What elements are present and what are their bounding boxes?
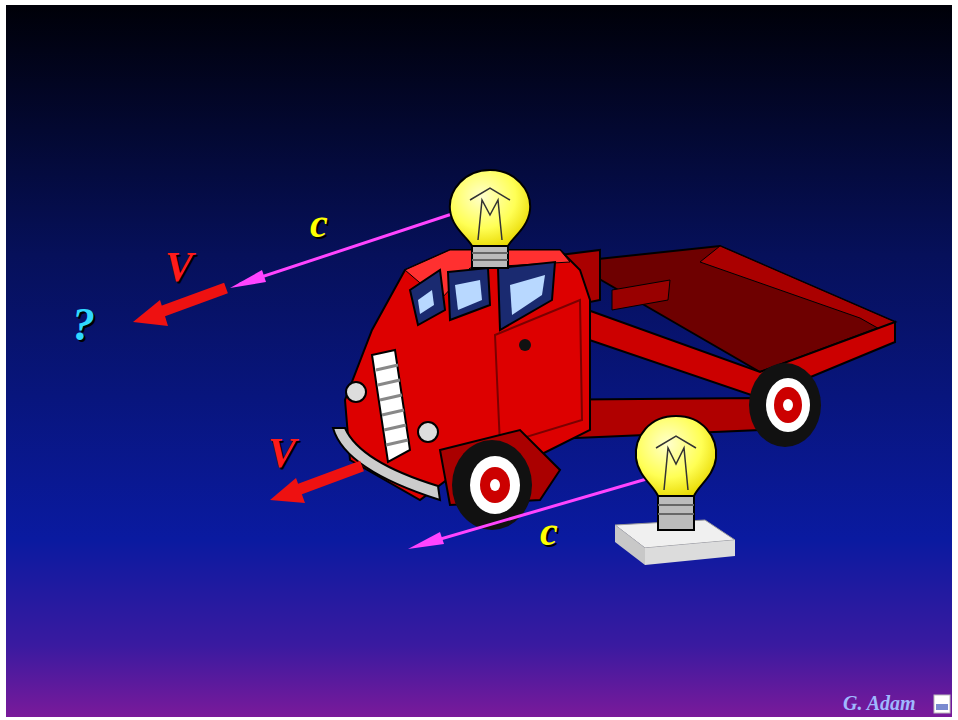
truck-part — [490, 479, 500, 491]
light-bulb-stationary-part — [658, 504, 694, 506]
light-ray-lower-part — [408, 532, 444, 549]
velocity-arrow-lower-part — [270, 478, 305, 503]
velocity-arrow-upper-part — [155, 288, 226, 314]
truck-part — [774, 387, 802, 423]
author-signature: G. Adam — [843, 693, 916, 713]
light-bulb-stationary-part — [636, 416, 716, 496]
light-bulb-stationary-part — [658, 496, 694, 530]
truck-part — [455, 280, 482, 310]
light-bulb-stationary-part — [615, 525, 645, 565]
truck-part — [766, 378, 810, 432]
truck-part — [495, 300, 582, 445]
truck-part — [510, 275, 545, 315]
velocity-label: V — [165, 246, 193, 288]
background — [6, 5, 952, 717]
truck-part — [498, 262, 555, 330]
light-bulb-moving-part — [470, 188, 510, 240]
truck-part-part — [376, 365, 398, 370]
truck-part — [783, 399, 793, 411]
truck-part — [333, 428, 440, 500]
truck-part — [470, 456, 520, 514]
truck-part — [448, 268, 490, 320]
velocity-arrow-upper-part — [133, 300, 168, 326]
velocity-arrow-upper — [133, 288, 226, 326]
light-bulb-moving-part — [450, 170, 530, 246]
velocity-arrow-lower-part — [292, 466, 362, 492]
truck-part — [418, 422, 438, 442]
truck-part — [560, 300, 895, 398]
logo — [934, 695, 950, 713]
truck-part — [376, 365, 408, 445]
truck-part-part — [380, 395, 402, 400]
truck-part — [519, 339, 531, 351]
truck-part — [612, 280, 670, 310]
speed-of-light-label: c — [310, 204, 328, 244]
question-mark: ? — [72, 302, 95, 348]
truck-part-part — [378, 380, 400, 385]
truck-part — [700, 246, 895, 335]
truck-part — [410, 270, 445, 325]
speed-of-light-label: c — [540, 512, 558, 552]
truck-part-part — [386, 440, 408, 445]
light-bulb-stationary-part — [658, 513, 694, 515]
truck-part-part — [384, 425, 406, 430]
logo-part — [934, 695, 950, 713]
light-bulb-stationary — [615, 416, 735, 565]
light-bulb-stationary-part — [656, 436, 696, 490]
logo-part — [936, 704, 948, 710]
light-bulb-moving-part — [472, 252, 508, 254]
truck-part — [372, 350, 410, 462]
truck-part — [346, 382, 366, 402]
light-ray-lower — [408, 478, 650, 549]
light-bulb-moving-part — [472, 246, 508, 268]
truck-part — [749, 363, 821, 447]
truck-part — [418, 290, 434, 314]
truck-part-part — [382, 410, 404, 415]
light-bulb-moving-part — [472, 259, 508, 261]
velocity-label: V — [268, 432, 296, 474]
truck-part — [480, 467, 510, 503]
light-bulb-stationary-part — [645, 540, 735, 565]
light-bulb-moving — [450, 170, 530, 268]
light-ray-upper-part — [230, 270, 266, 288]
